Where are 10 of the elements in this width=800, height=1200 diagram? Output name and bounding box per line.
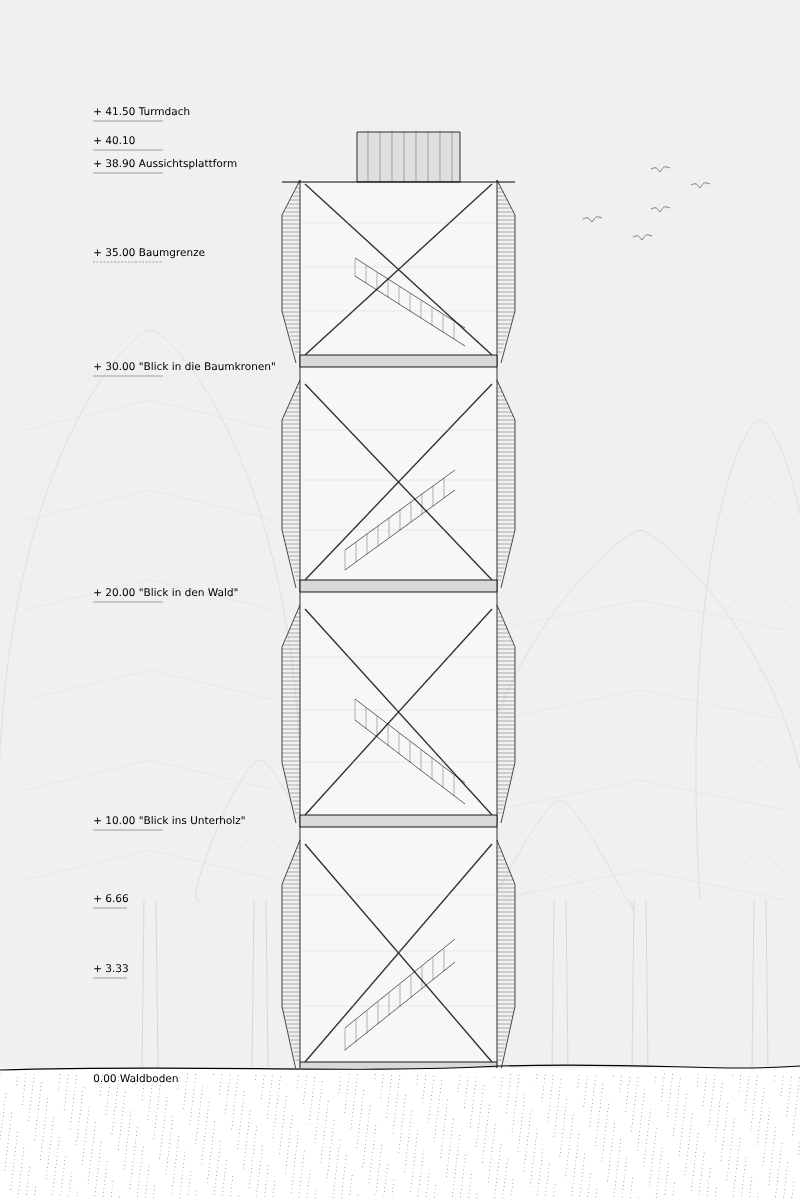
elevation-label: + 3.33: [94, 964, 128, 973]
elevation-label: 0.00 Waldboden: [93, 1074, 178, 1083]
elevation-label: + 20.00 "Blick in den Wald": [94, 588, 238, 597]
elevation-label: + 30.00 "Blick in die Baumkronen": [94, 362, 275, 371]
elevation-label: + 35.00 Baumgrenze: [94, 248, 205, 259]
elevation-label: + 41.50 Turmdach: [94, 107, 190, 116]
elevation-label: + 38.90 Aussichtsplattform: [94, 159, 237, 170]
elevation-label: + 40.10: [94, 136, 135, 145]
elevation-label: + 10.00 "Blick ins Unterholz": [94, 816, 245, 825]
elevation-label: + 6.66: [94, 894, 129, 903]
